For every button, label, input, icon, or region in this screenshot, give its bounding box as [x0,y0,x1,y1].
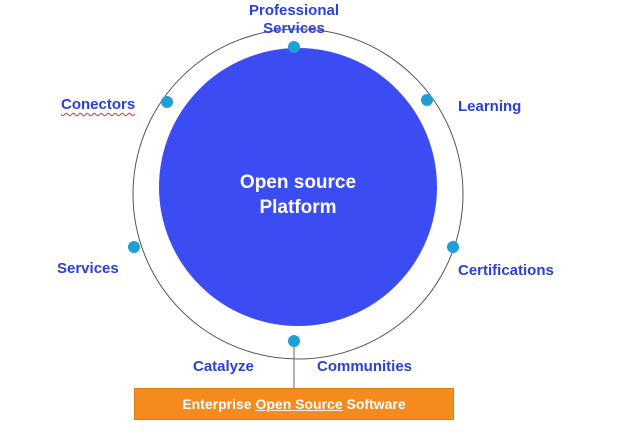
banner-suffix: Software [342,396,406,412]
platform-label-line2: Platform [259,197,337,218]
platform-label-line1: Open source [239,172,357,193]
enterprise-open-source-banner: Enterprise Open Source Software [134,388,454,420]
node-dot-services [128,241,140,253]
node-dot-communities-catalyze [288,335,300,347]
platform-label: Open source Platform [198,170,398,220]
banner-prefix: Enterprise [182,396,256,412]
label-conectors: Conectors [61,96,136,113]
node-dot-certifications [447,241,459,253]
label-learning: Learning [458,98,522,115]
outer-ring [132,28,464,360]
node-dot-conectors [161,96,173,108]
label-professional-services-line1: Professional [248,2,340,19]
label-professional-services-line2: Services [263,20,325,37]
banner-highlight: Open Source [255,396,343,412]
node-dot-learning [421,94,433,106]
label-communities: Communities [317,358,413,375]
node-dot-professional-services [288,41,300,53]
label-certifications: Certifications [458,262,554,279]
label-services: Services [57,260,119,277]
platform-circle [159,48,437,326]
label-catalyze: Catalyze [193,358,254,375]
label-professional-services: Professional Services [244,2,344,38]
